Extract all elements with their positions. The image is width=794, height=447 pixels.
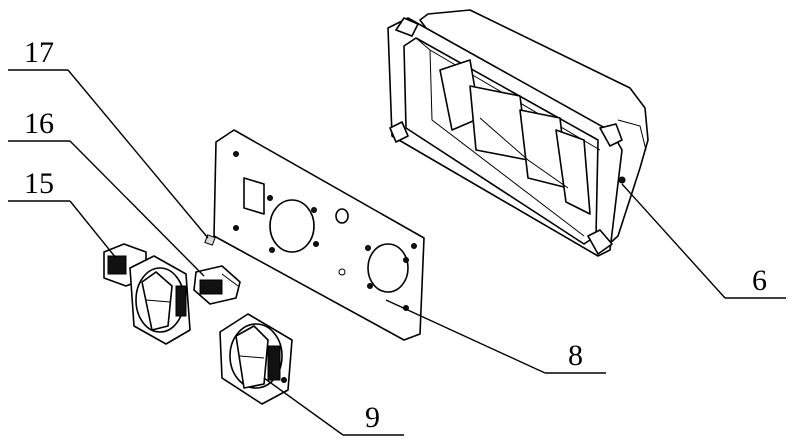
socket-part-9 <box>219 313 293 405</box>
part-label-15: 15 <box>24 167 54 200</box>
mounting-plate-part-8 <box>213 129 425 341</box>
part-label-9: 9 <box>365 401 380 434</box>
part-label-16: 16 <box>24 107 54 140</box>
socket-with-switch-part-15 <box>103 243 191 345</box>
part-label-6: 6 <box>752 264 767 297</box>
housing-part-6 <box>387 9 649 257</box>
part-label-17: 17 <box>24 36 54 69</box>
part-label-8: 8 <box>568 339 583 372</box>
leader-lines <box>8 69 786 436</box>
switch-part-16 <box>193 265 241 305</box>
